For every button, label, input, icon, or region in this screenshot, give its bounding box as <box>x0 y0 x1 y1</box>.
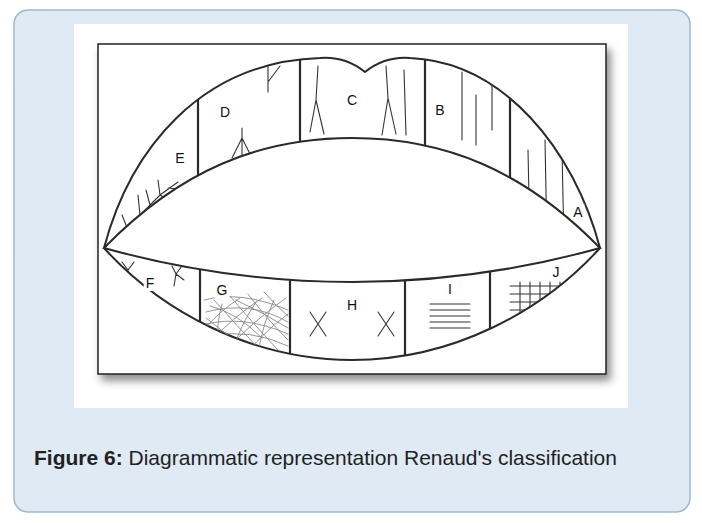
reticular-grid <box>510 282 585 318</box>
upper-patterns <box>120 64 564 245</box>
upper-dividers <box>198 40 510 260</box>
lips-outline <box>104 58 600 360</box>
cross-grooves <box>310 312 394 336</box>
lower-dividers <box>200 240 490 380</box>
divider-line <box>197 40 199 260</box>
section-letter: F <box>144 275 157 291</box>
divider-line <box>424 40 426 260</box>
section-letter: B <box>433 102 446 118</box>
section-letter: C <box>345 92 359 108</box>
section-letter: E <box>173 150 186 166</box>
divider-line <box>489 240 491 380</box>
image-panel <box>74 24 628 408</box>
drawing-frame <box>98 44 606 374</box>
caption-text: Diagrammatic representation Renaud's cla… <box>123 446 617 469</box>
section-letter: A <box>571 204 584 220</box>
section-letter: H <box>345 297 359 313</box>
divider-line <box>509 40 511 260</box>
divider-line <box>199 240 201 380</box>
figure-number: Figure 6: <box>34 446 123 469</box>
divider-line <box>299 40 301 260</box>
divider-line <box>404 240 406 380</box>
branched-grooves <box>310 66 406 135</box>
mouth-opening <box>104 138 600 282</box>
section-letter: G <box>215 282 230 298</box>
section-letter: I <box>446 281 454 297</box>
partial-vertical-grooves <box>462 72 492 145</box>
fine-reticulation <box>204 292 288 356</box>
section-letter: D <box>218 104 232 120</box>
figure-caption: Figure 6: Diagrammatic representation Re… <box>34 442 670 474</box>
lower-patterns <box>122 262 585 356</box>
reticular-tree <box>120 180 186 240</box>
section-letter: J <box>551 264 562 280</box>
horizontal-grooves <box>430 304 470 328</box>
lips-outer <box>104 58 600 360</box>
figure-panel <box>14 10 690 512</box>
divider-line <box>289 240 291 380</box>
intersected-grooves <box>232 64 280 160</box>
vertical-grooves <box>528 140 564 245</box>
